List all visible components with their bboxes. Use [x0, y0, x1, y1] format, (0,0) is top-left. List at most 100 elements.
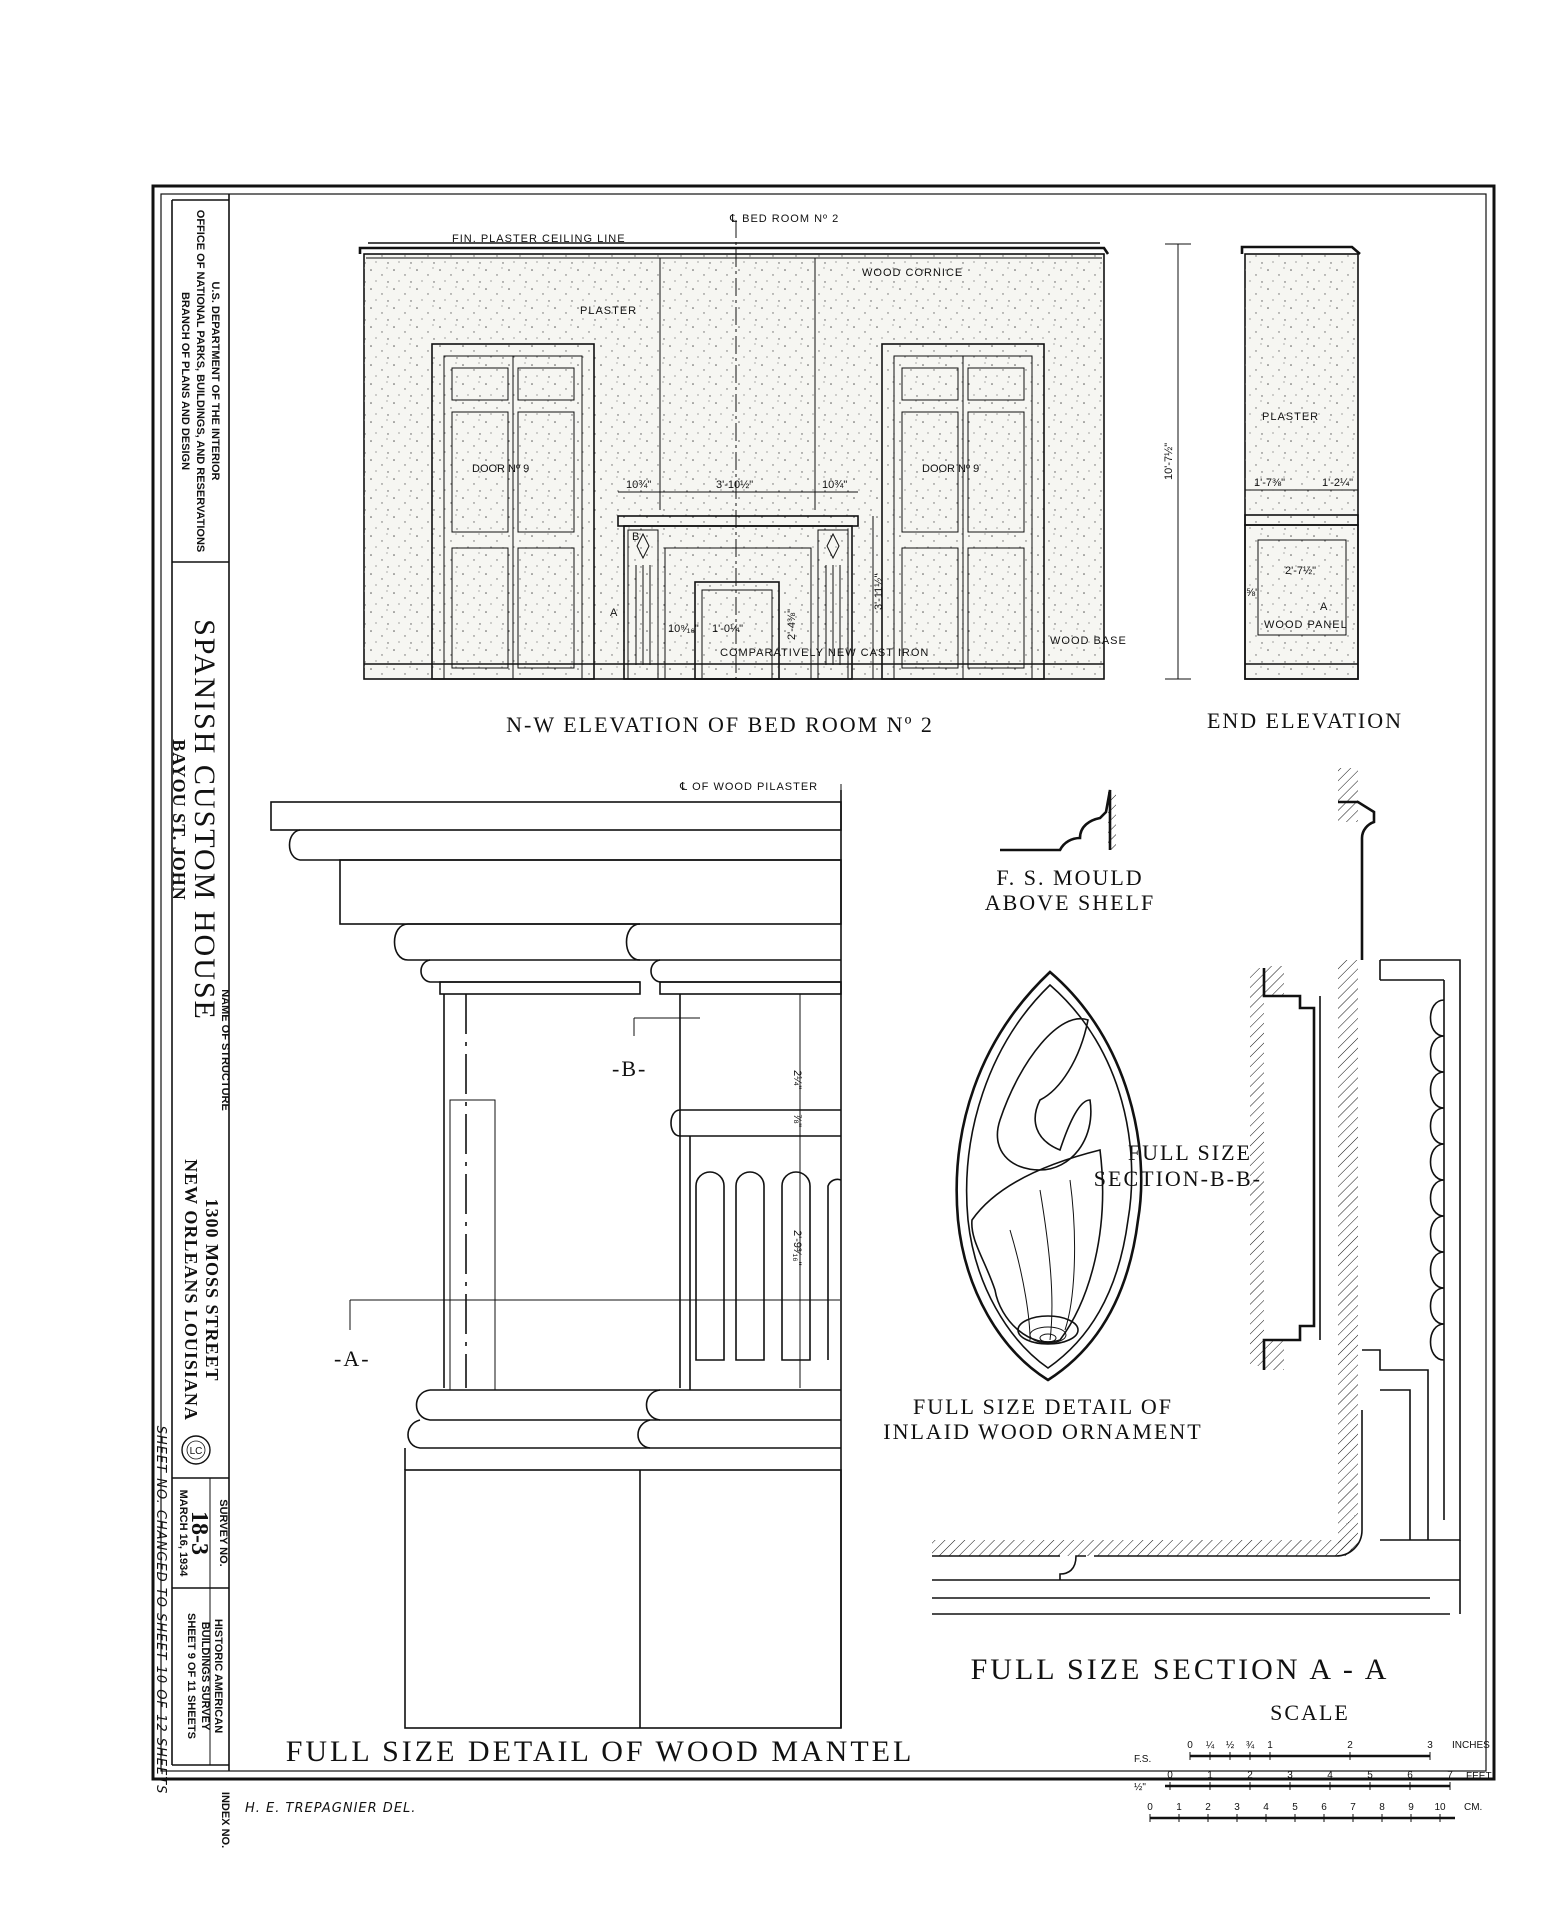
outer-border: [151, 184, 1496, 1781]
cast-iron-label: COMPARATIVELY NEW CAST IRON: [720, 647, 929, 659]
ceiling-line-label: FIN. PLASTER CEILING LINE: [452, 233, 626, 245]
dim-opening: 3'-10½": [716, 479, 753, 491]
end-elevation: PLASTER WOOD PANEL A 1'-7⅜" 1'-2¼" 2'-7½…: [1207, 245, 1403, 733]
plaster-label: PLASTER: [580, 305, 637, 317]
nw-elevation-title: N-W ELEVATION OF BED ROOM Nº 2: [506, 712, 934, 737]
section-bb-title-2: SECTION-B-B-: [1094, 1166, 1262, 1191]
section-bb-title-1: FULL SIZE: [1128, 1140, 1252, 1165]
survey-label: SURVEY NO.: [217, 1499, 229, 1566]
scale-half-label-1: 1: [1207, 1770, 1213, 1781]
habs-line-2: BUILDINGS SURVEY: [199, 1622, 211, 1731]
mantel-dim-2: ⅞": [791, 1114, 803, 1127]
scale-fs-label-1: ¼: [1206, 1739, 1215, 1751]
inner-border: [160, 193, 1487, 1772]
structure-name: SPANISH CUSTOM HOUSE: [188, 619, 221, 1021]
scale-half-label-4: 4: [1327, 1770, 1333, 1781]
end-dim-2: 1'-2¼": [1322, 477, 1353, 489]
scale-title: SCALE: [1270, 1700, 1350, 1725]
section-b-marker: B: [632, 531, 639, 543]
mould-title-2: ABOVE SHELF: [985, 890, 1156, 915]
scale-cm-label-7: 7: [1350, 1802, 1356, 1813]
scale-fs-label-4: 1: [1267, 1740, 1273, 1751]
door-right-label: DOOR Nº 9: [922, 463, 979, 475]
section-a-marker: A: [610, 607, 618, 619]
library-stamp: LC: [181, 1435, 211, 1465]
flutes: [695, 1171, 842, 1361]
mantel-section-b-marker: -B-: [612, 1056, 647, 1081]
scale-cm-label-6: 6: [1321, 1802, 1327, 1813]
scale-half-label-0: 0: [1167, 1770, 1173, 1781]
end-dim-4: ⅝": [1246, 587, 1259, 599]
scale-cm-label-8: 8: [1379, 1802, 1385, 1813]
end-wood-panel-label: WOOD PANEL: [1264, 619, 1348, 631]
scale-half-label-6: 6: [1407, 1770, 1413, 1781]
survey-date: MARCH 16, 1934: [177, 1490, 189, 1578]
door-left-label: DOOR Nº 9: [472, 463, 529, 475]
cornice-label: WOOD CORNICE: [862, 267, 963, 279]
index-label: INDEX NO.: [219, 1792, 231, 1848]
centerline-label: ℄ BED ROOM Nº 2: [729, 213, 839, 225]
end-dim-3: 2'-7½": [1285, 565, 1316, 577]
inlaid-ornament: FULL SIZE DETAIL OF INLAID WOOD ORNAMENT: [883, 970, 1202, 1444]
survey-number: 18-3: [186, 1511, 212, 1555]
right-door: [881, 343, 1045, 680]
scale-fs-label: F.S.: [1134, 1754, 1151, 1765]
section-aa: FULL SIZE SECTION A - A: [932, 768, 1461, 1686]
scale-half-label-3: 3: [1287, 1770, 1293, 1781]
delineator-signature: H. E. TREPAGNIER DEL.: [245, 1801, 416, 1816]
scale-fs-unit: INCHES: [1452, 1740, 1490, 1751]
dim-firebox-width: 1'-0¼": [712, 623, 743, 635]
scale-half-label-7: 7: [1447, 1770, 1453, 1781]
left-door: [431, 343, 595, 680]
scale-cm-label-9: 9: [1408, 1802, 1414, 1813]
scale-half-label-5: 5: [1367, 1770, 1373, 1781]
scale-cm-label-0: 0: [1147, 1802, 1153, 1813]
structure-sub: BAYOU ST. JOHN: [169, 739, 189, 901]
end-elevation-title: END ELEVATION: [1207, 708, 1403, 733]
scale-cm-unit: CM.: [1464, 1802, 1482, 1813]
dim-firebox-height: 2'-4⅜": [786, 609, 798, 640]
address-line-1: 1300 MOSS STREET: [202, 1198, 222, 1381]
ornament-title-2: INLAID WOOD ORNAMENT: [883, 1419, 1202, 1444]
scale-cm-label-1: 1: [1176, 1802, 1182, 1813]
mantel-dim-3: 2'-9³⁄₁₆": [791, 1230, 803, 1266]
scale-half-label-2: 2: [1247, 1770, 1253, 1781]
scale-fs-label-6: 3: [1427, 1740, 1433, 1751]
dim-pilaster-left: 10¾": [626, 479, 651, 491]
scale-cm-label-5: 5: [1292, 1802, 1298, 1813]
pilaster-centerline-label: ℄ OF WOOD PILASTER: [679, 781, 818, 793]
handwritten-sheet-note: SHEET NO. CHANGED TO SHEET 10 OF 12 SHEE…: [153, 1426, 168, 1795]
end-section-a-marker: A: [1320, 601, 1328, 613]
bead-moulding: [1429, 999, 1445, 1361]
agency-line-2: OFFICE OF NATIONAL PARKS, BUILDINGS, AND…: [194, 210, 206, 552]
scale-cm-label-10: 10: [1434, 1802, 1446, 1813]
mantel-section-a-marker: -A-: [334, 1346, 371, 1371]
mantel-dim-1: 2¼": [791, 1070, 803, 1089]
nw-elevation: ℄ BED ROOM Nº 2 FIN. PLASTER CEILING LIN…: [358, 213, 1191, 737]
mould-title-1: F. S. MOULD: [996, 865, 1143, 890]
name-of-structure-label: NAME OF STRUCTURE: [219, 989, 231, 1111]
scale-cm-label-2: 2: [1205, 1802, 1211, 1813]
agency-line-1: U.S. DEPARTMENT OF THE INTERIOR: [209, 281, 221, 480]
scale-fs-label-3: ¾: [1246, 1740, 1255, 1751]
section-bb: FULL SIZE SECTION-B-B-: [1094, 966, 1321, 1370]
mould-profile: F. S. MOULD ABOVE SHELF: [985, 789, 1156, 915]
title-block: U.S. DEPARTMENT OF THE INTERIOR OFFICE O…: [153, 194, 231, 1848]
svg-text:LC: LC: [190, 1446, 203, 1457]
scale-half-label: ½": [1134, 1782, 1146, 1793]
dim-pilaster-width: 10⁹⁄₁₆": [668, 623, 699, 635]
scale-cm-label-3: 3: [1234, 1802, 1240, 1813]
wood-base-label: WOOD BASE: [1050, 635, 1127, 647]
address-line-2: NEW ORLEANS LOUISIANA: [181, 1159, 201, 1421]
section-aa-title: FULL SIZE SECTION A - A: [971, 1653, 1390, 1686]
sheet-count: SHEET 9 OF 11 SHEETS: [185, 1613, 197, 1739]
scale-half-unit: FEET: [1466, 1771, 1492, 1782]
dim-pilaster-right: 10¾": [822, 479, 847, 491]
end-plaster-label: PLASTER: [1262, 411, 1319, 423]
dim-mantel-height: 3'-11½": [873, 574, 885, 610]
scale-fs-label-5: 2: [1347, 1740, 1353, 1751]
scale-cm-label-4: 4: [1263, 1802, 1269, 1813]
mantel-detail-title: FULL SIZE DETAIL OF WOOD MANTEL: [286, 1735, 915, 1768]
